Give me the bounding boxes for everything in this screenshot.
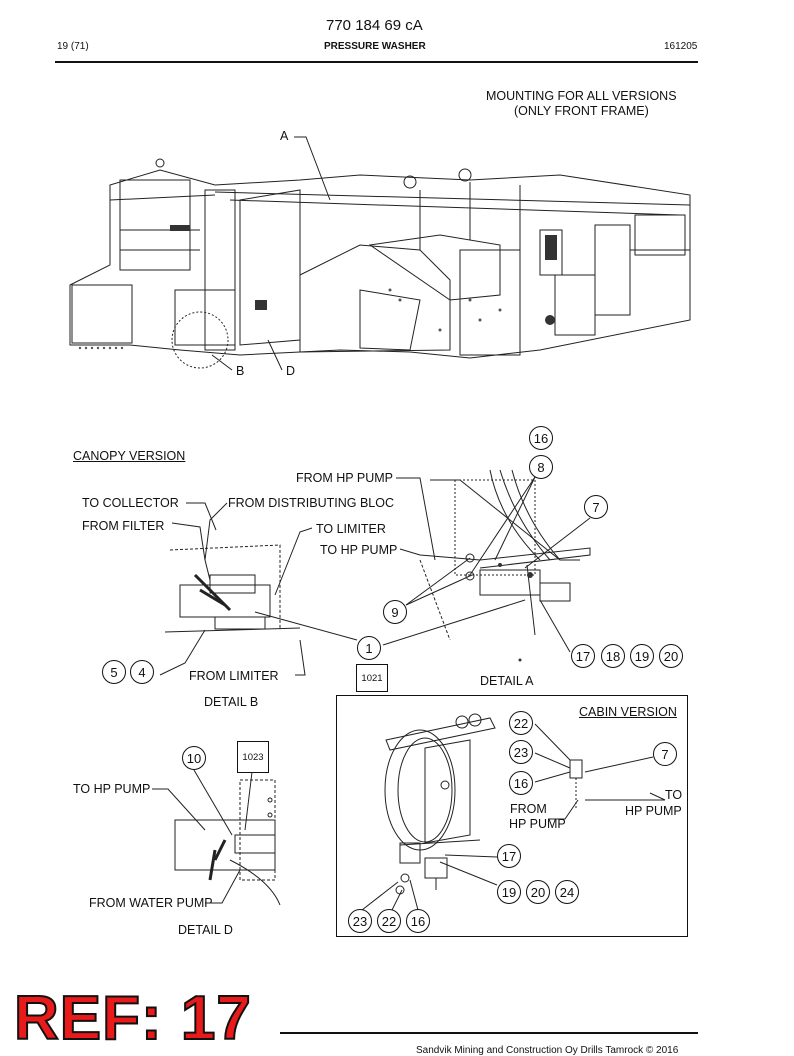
cabin-callout-23-top: 23 bbox=[509, 740, 533, 764]
frame-drawing bbox=[69, 136, 691, 371]
document-number: 770 184 69 cA bbox=[326, 17, 423, 34]
label-from-hp-pump: FROM HP PUMP bbox=[296, 471, 393, 485]
label-b: B bbox=[236, 364, 245, 378]
top-view-title-line2: (ONLY FRONT FRAME) bbox=[514, 104, 649, 118]
cabin-callout-22-top: 22 bbox=[509, 711, 533, 735]
ref-box-1021: 1021 bbox=[356, 664, 388, 692]
cabin-to-line1: TO bbox=[665, 788, 683, 802]
cabin-callout-17: 17 bbox=[497, 844, 521, 868]
detail-d-from-water-pump: FROM WATER PUMP bbox=[89, 896, 213, 910]
ref-box-1023: 1023 bbox=[237, 741, 269, 773]
cabin-callout-24: 24 bbox=[555, 880, 579, 904]
cabin-callout-7: 7 bbox=[653, 742, 677, 766]
cabin-callout-19: 19 bbox=[497, 880, 521, 904]
cabin-from-line1: FROM bbox=[510, 802, 547, 816]
callout-18: 18 bbox=[601, 644, 625, 668]
label-to-limiter: TO LIMITER bbox=[316, 522, 386, 536]
callout-20: 20 bbox=[659, 644, 683, 668]
detail-a-title: DETAIL A bbox=[480, 674, 534, 688]
callout-17: 17 bbox=[571, 644, 595, 668]
label-to-hp-pump: TO HP PUMP bbox=[320, 543, 398, 557]
cabin-version-frame bbox=[336, 695, 688, 937]
ref-stamp: REF: 17 bbox=[13, 984, 252, 1053]
cabin-callout-23-bottom: 23 bbox=[348, 909, 372, 933]
canopy-version-title: CANOPY VERSION bbox=[73, 449, 186, 463]
cabin-version-title: CABIN VERSION bbox=[579, 705, 677, 719]
callout-5: 5 bbox=[102, 660, 126, 684]
cabin-to-line2: HP PUMP bbox=[625, 804, 682, 818]
detail-b-title: DETAIL B bbox=[204, 695, 259, 709]
label-a: A bbox=[280, 129, 289, 143]
callout-9: 9 bbox=[383, 600, 407, 624]
date-code: 161205 bbox=[664, 41, 698, 52]
label-to-collector: TO COLLECTOR bbox=[82, 496, 179, 510]
callout-8: 8 bbox=[529, 455, 553, 479]
page-number: 19 (71) bbox=[57, 41, 89, 52]
section-title: PRESSURE WASHER bbox=[324, 41, 426, 52]
label-from-distributing-bloc: FROM DISTRIBUTING BLOC bbox=[228, 496, 394, 510]
label-from-limiter: FROM LIMITER bbox=[189, 669, 279, 683]
callout-4: 4 bbox=[130, 660, 154, 684]
top-view-title-line1: MOUNTING FOR ALL VERSIONS bbox=[486, 89, 677, 103]
callout-16: 16 bbox=[529, 426, 553, 450]
label-from-filter: FROM FILTER bbox=[82, 519, 165, 533]
callout-10: 10 bbox=[182, 746, 206, 770]
footer-rule bbox=[280, 1032, 698, 1034]
detail-d-to-hp-pump: TO HP PUMP bbox=[73, 782, 151, 796]
cabin-from-line2: HP PUMP bbox=[509, 817, 566, 831]
cabin-callout-16-top: 16 bbox=[509, 771, 533, 795]
header-rule bbox=[55, 61, 698, 63]
cabin-callout-16-bottom: 16 bbox=[406, 909, 430, 933]
callout-7: 7 bbox=[584, 495, 608, 519]
cabin-callout-22-bottom: 22 bbox=[377, 909, 401, 933]
footer-company: Sandvik Mining and Construction Oy Drill… bbox=[416, 1045, 679, 1056]
callout-1: 1 bbox=[357, 636, 381, 660]
detail-d-title: DETAIL D bbox=[178, 923, 233, 937]
label-d: D bbox=[286, 364, 296, 378]
callout-19: 19 bbox=[630, 644, 654, 668]
cabin-callout-20: 20 bbox=[526, 880, 550, 904]
